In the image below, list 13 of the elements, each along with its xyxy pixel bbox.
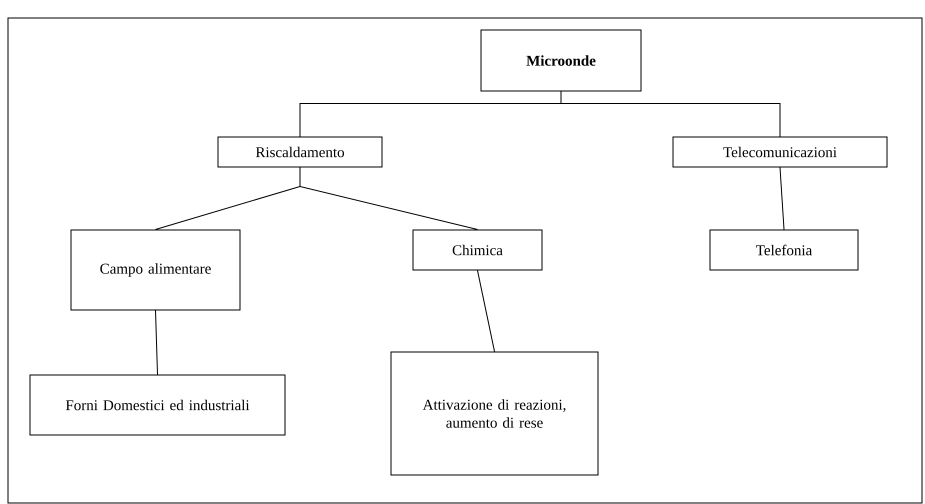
category-box: Campo alimentare xyxy=(70,230,240,310)
connector-line xyxy=(300,167,478,230)
connector-line xyxy=(477,270,495,352)
category-box: Riscaldamento xyxy=(218,136,382,168)
category-box: Telecomunicazioni xyxy=(672,136,888,168)
category-box: Telefonia xyxy=(710,230,858,270)
category-box: Attivazione di reazioni, aumento di rese xyxy=(390,352,598,476)
category-box: Chimica xyxy=(412,230,542,270)
connector-line xyxy=(780,167,784,230)
category-box: Forni Domestici ed industriali xyxy=(30,374,286,436)
category-box: Microonde xyxy=(480,30,642,92)
connector-line xyxy=(560,91,780,137)
connector-line xyxy=(155,310,158,375)
